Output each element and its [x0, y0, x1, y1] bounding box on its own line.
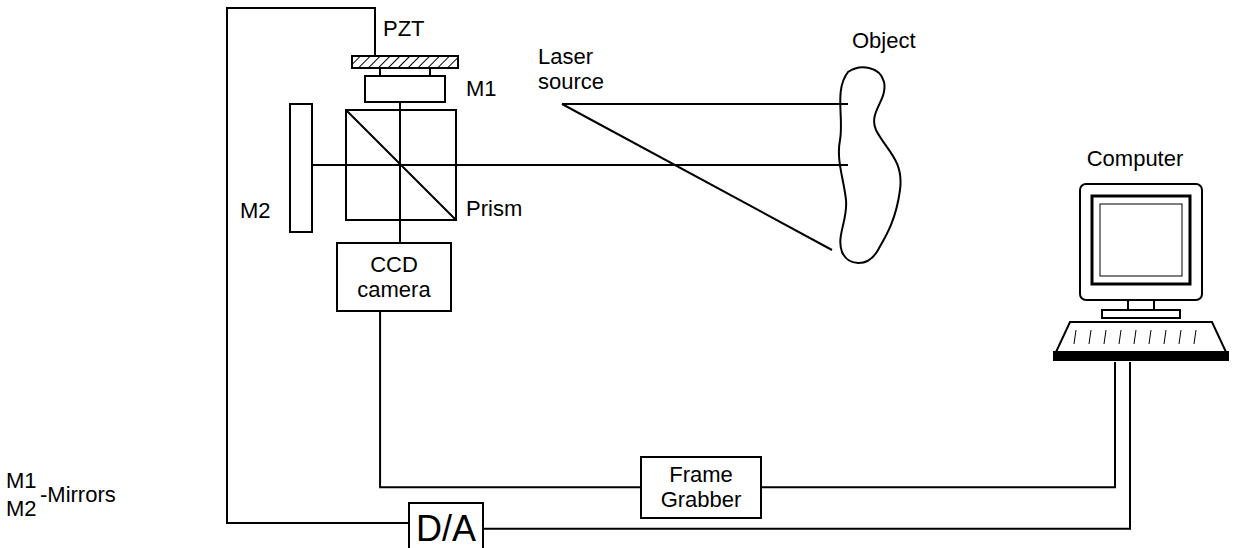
legend-label: M2 — [6, 496, 37, 521]
part-label: Prism — [466, 196, 522, 221]
laser-ray — [562, 103, 848, 105]
box-label: D/A — [416, 508, 476, 548]
prism — [346, 110, 456, 220]
part-label: M1 — [466, 76, 497, 101]
signal-wire — [762, 362, 1115, 487]
box-label: CCD camera — [344, 252, 444, 303]
legend-label: M1 — [6, 468, 37, 493]
device-label: Computer — [1040, 146, 1230, 171]
beam — [312, 164, 848, 166]
mirror-m1 — [365, 76, 445, 102]
object-outline — [839, 67, 901, 263]
signal-wire — [380, 312, 640, 487]
part-label: PZT — [383, 16, 425, 41]
camera-box: CCD camera — [336, 242, 452, 312]
laser-ray — [562, 104, 832, 250]
signal-wire — [484, 362, 1130, 529]
computer-icon — [1040, 146, 1230, 362]
frame-grabber-box: Frame Grabber — [640, 456, 762, 519]
part-label: M2 — [240, 198, 271, 223]
box-label: Frame Grabber — [648, 462, 754, 513]
computer: Computer — [1040, 146, 1230, 362]
part-label: Laser source — [538, 44, 628, 95]
pzt-actuator — [352, 56, 458, 68]
converter-box: D/A — [408, 502, 484, 548]
part-label: Object — [852, 28, 916, 53]
legend-label: -Mirrors — [40, 482, 116, 507]
mirror-m2 — [290, 104, 312, 232]
